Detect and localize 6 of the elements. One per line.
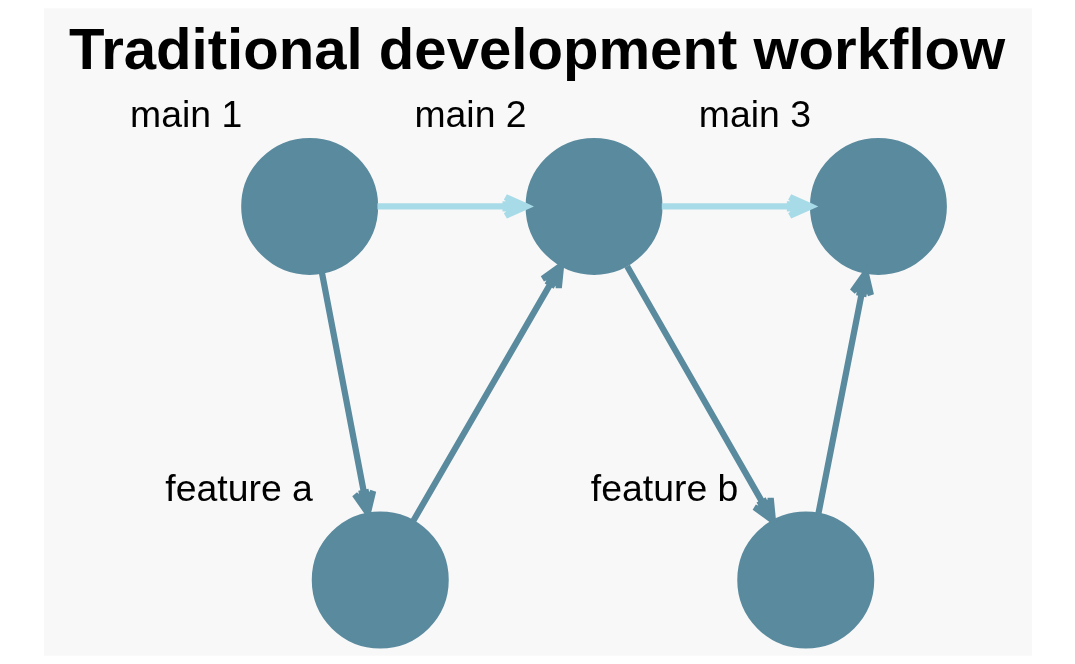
- node-label: main 2: [413, 93, 527, 136]
- node-label: feature a: [164, 466, 313, 509]
- node-label: main 1: [129, 93, 242, 136]
- node-label: main 3: [698, 93, 811, 136]
- node-label: feature b: [590, 466, 738, 509]
- diagram-title: Traditional development workflow: [68, 16, 1005, 82]
